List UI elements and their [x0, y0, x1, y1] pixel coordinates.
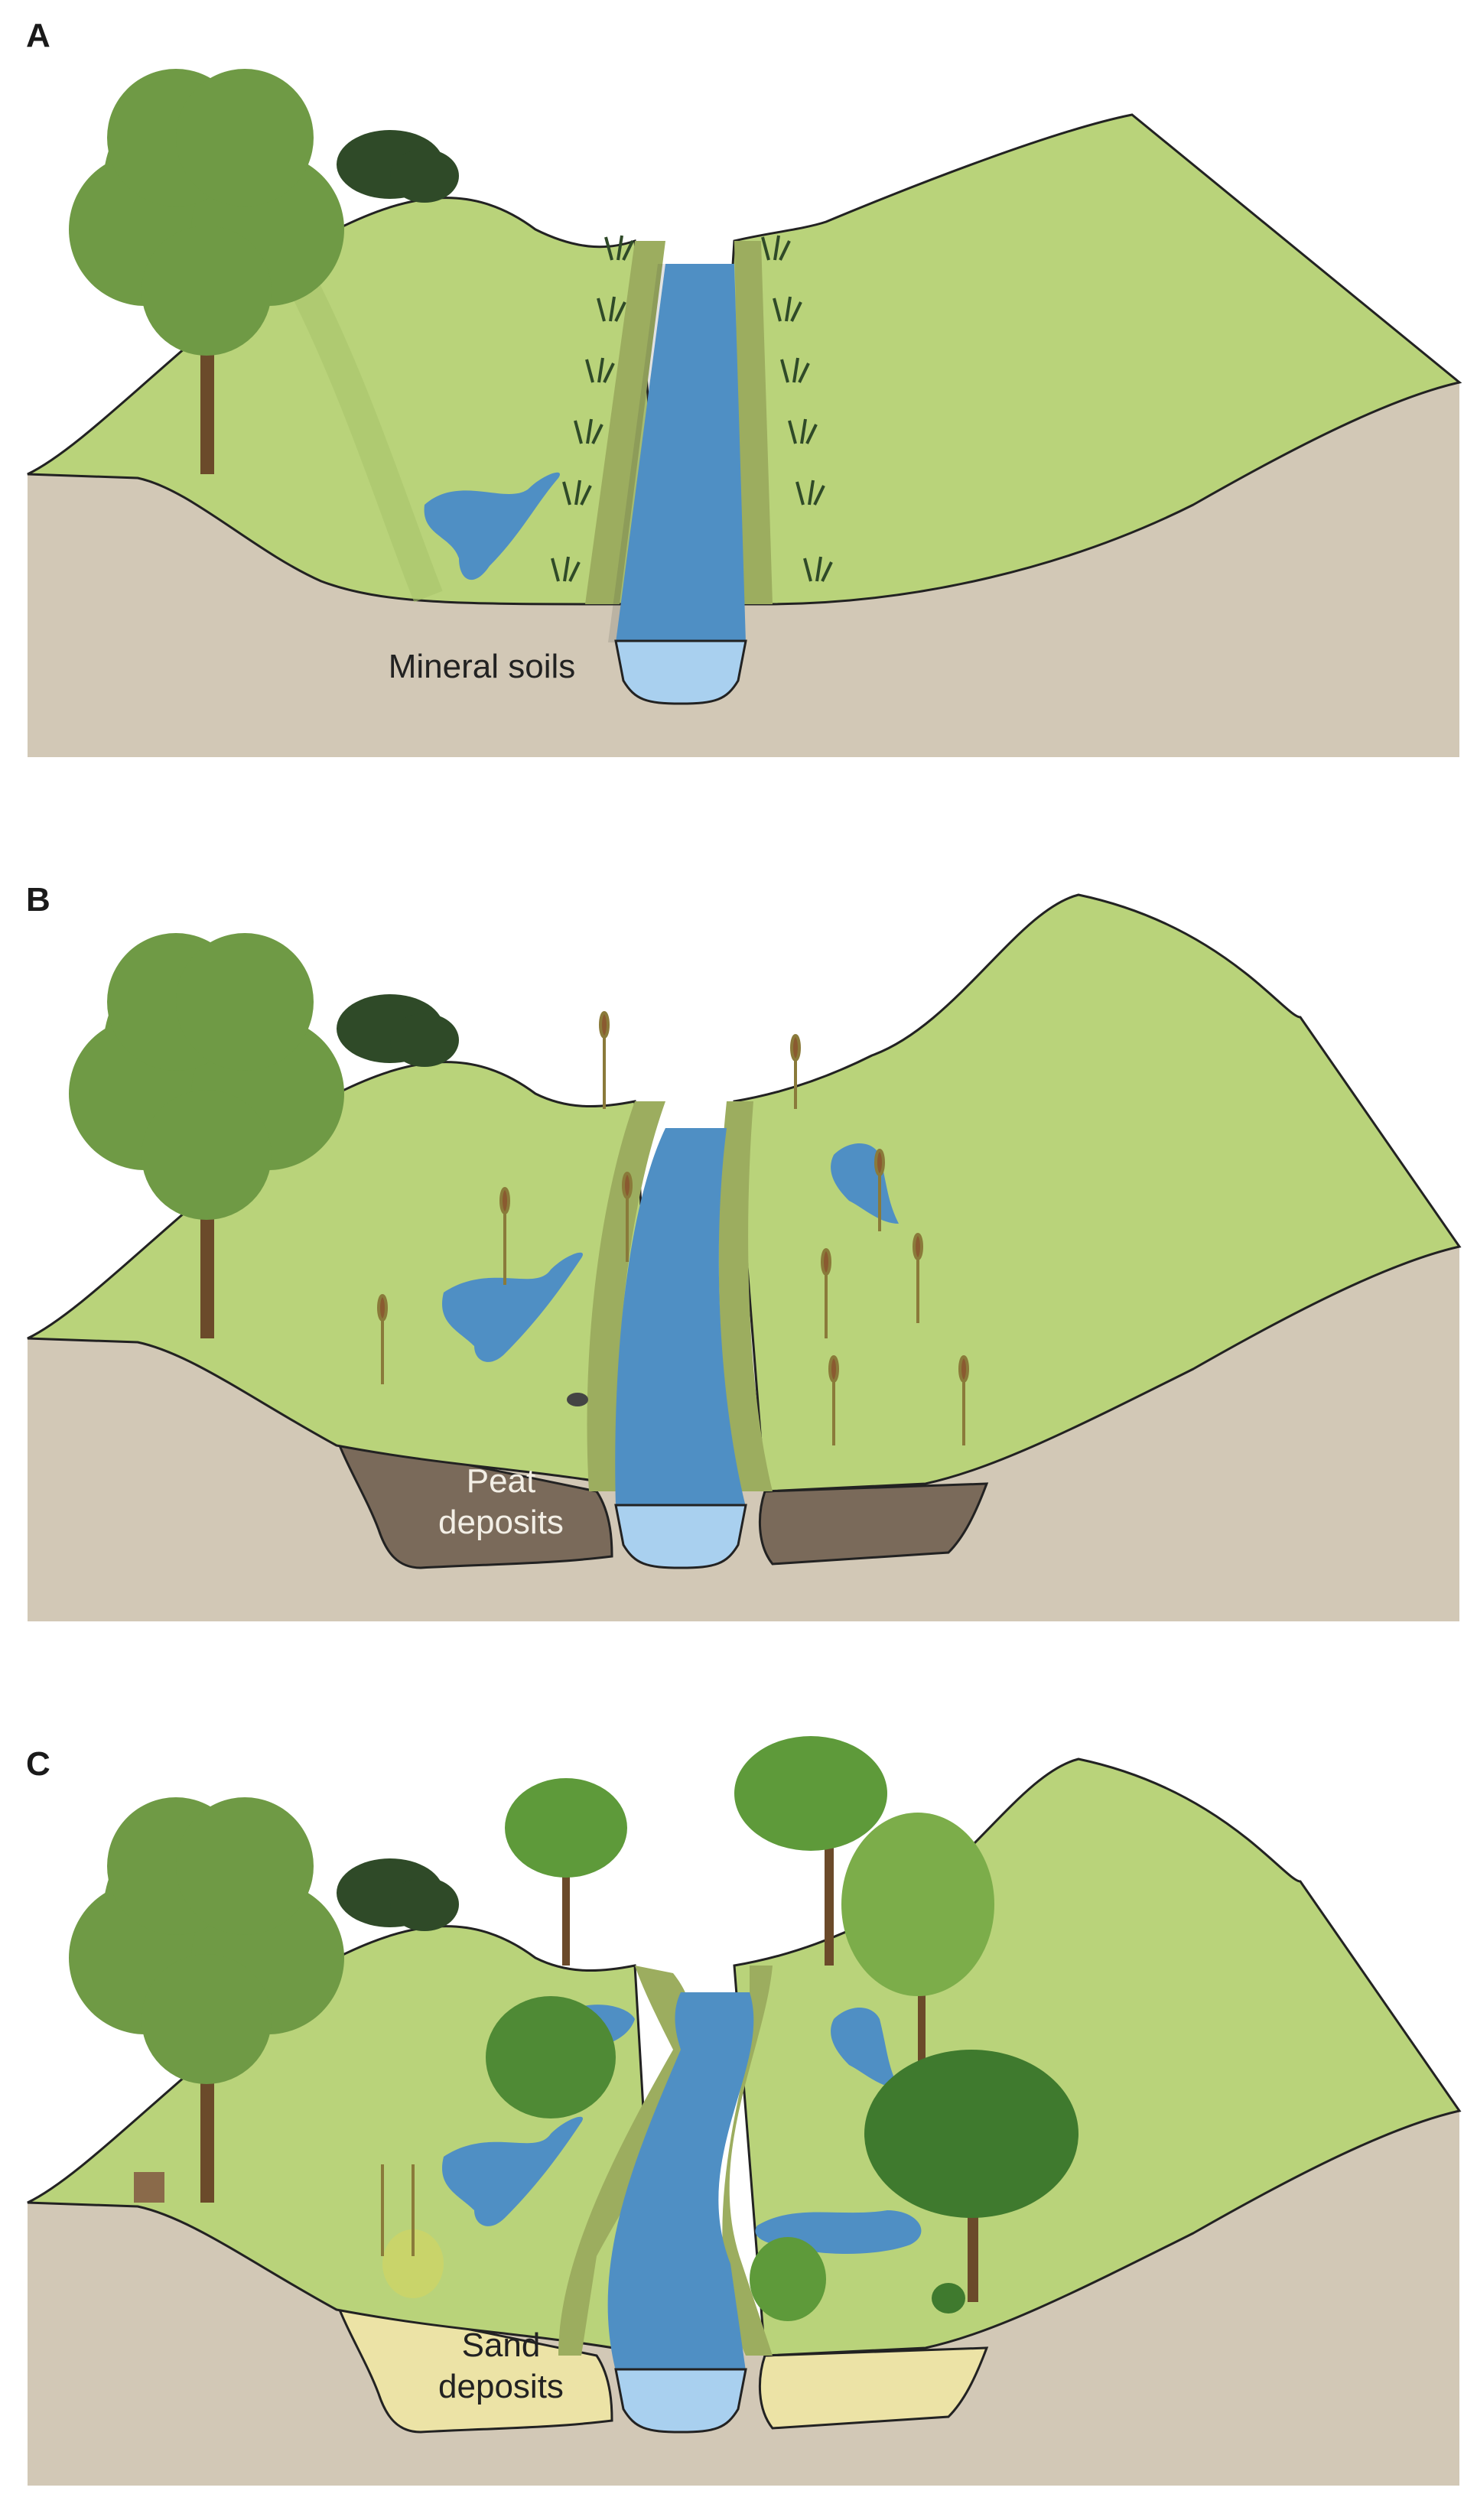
peat-deposit-left — [334, 1436, 613, 1569]
river-channel-water — [614, 1504, 747, 1569]
river-channel-water — [614, 2368, 747, 2434]
panel-a-illustration — [27, 69, 1462, 757]
cattails — [381, 2164, 415, 2256]
large-tree — [69, 933, 344, 1338]
riparian-trees — [382, 1736, 1078, 2321]
left-river-bank — [587, 1101, 665, 1491]
panel-c-illustration — [27, 1736, 1462, 2486]
right-river-bank — [718, 1101, 773, 1491]
mineral-soil-block — [28, 382, 1459, 757]
pond-right — [831, 2008, 899, 2088]
mineral-soils-label: Mineral soils — [388, 648, 576, 685]
peat-deposit-right — [759, 1482, 989, 1566]
peat-label-line2: deposits — [438, 1504, 564, 1541]
large-tree — [69, 69, 344, 474]
peat-label-line1: Peat — [466, 1462, 536, 1500]
pond-right — [831, 1143, 899, 1224]
left-river-bank — [558, 1966, 695, 2356]
panel-c: C — [0, 1728, 1477, 2501]
rock — [567, 1393, 588, 1406]
pond-left — [442, 1252, 583, 1362]
right-grass-slope — [733, 893, 1462, 1493]
reeds — [551, 235, 833, 582]
sand-deposit-left — [334, 2300, 613, 2434]
panel-b-illustration — [27, 893, 1462, 1621]
river-channel-water — [614, 639, 747, 705]
peat-deposits-label: Peat deposits — [405, 1461, 597, 1543]
sand-label-line2: deposits — [438, 2368, 564, 2405]
right-river-bank — [734, 241, 773, 604]
sand-label-line1: Sand — [461, 2327, 541, 2364]
cattails — [377, 1011, 969, 1445]
panel-a: A — [0, 0, 1477, 772]
dark-shrub — [337, 994, 459, 1067]
large-tree — [69, 1797, 344, 2203]
dark-shrub — [337, 1858, 459, 1931]
left-river-bank — [585, 241, 665, 604]
panel-b: B — [0, 864, 1477, 1637]
sand-deposit-right — [759, 2346, 989, 2430]
pond-left — [442, 2116, 583, 2226]
river — [615, 1128, 746, 1507]
panel-letter-a: A — [26, 17, 50, 54]
right-river-bank — [722, 1966, 773, 2356]
dark-shrub — [337, 130, 459, 203]
river — [616, 264, 746, 642]
tree-stump — [134, 2172, 164, 2203]
panel-letter-c: C — [26, 1745, 50, 1783]
river — [607, 1992, 754, 2371]
pond — [424, 472, 560, 580]
right-grass-slope — [710, 113, 1462, 606]
sand-deposits-label: Sand deposits — [405, 2325, 597, 2408]
panel-letter-b: B — [26, 881, 50, 919]
